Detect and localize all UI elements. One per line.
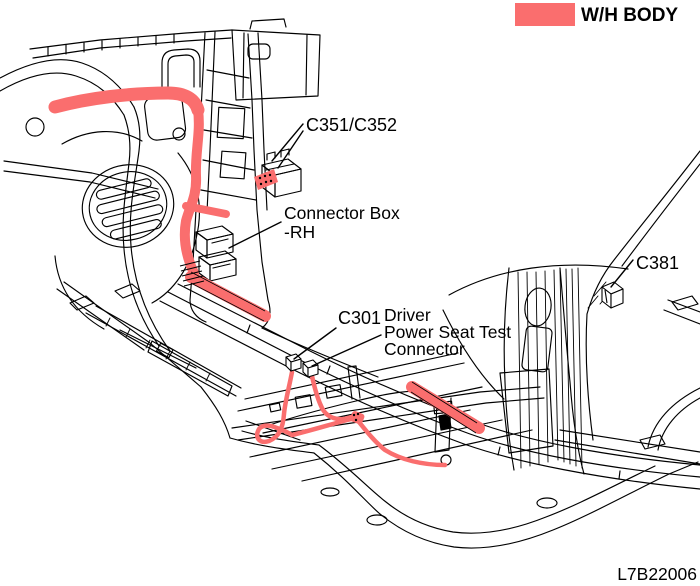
harness-pillar-drop xyxy=(179,105,204,278)
harness-sill-segment xyxy=(185,271,271,322)
callout-labels: C351/C352 Connector Box -RH C381 C301 Dr… xyxy=(284,115,697,584)
c381-connector-graphic xyxy=(601,281,624,309)
legend-label: W/H BODY xyxy=(581,5,678,26)
c351-leader xyxy=(271,123,304,169)
connector-box-leader xyxy=(228,221,282,249)
rear-pillar xyxy=(189,31,379,378)
label-driver-line3: Connector xyxy=(384,339,465,359)
seat-test-connector-graphic xyxy=(302,359,319,378)
legend: W/H BODY xyxy=(515,3,678,26)
label-c381: C381 xyxy=(636,253,679,273)
legend-swatch xyxy=(515,3,575,26)
wh-body-harness xyxy=(48,86,485,468)
label-driver-line1: Driver xyxy=(384,305,431,325)
harness-detail-overlay xyxy=(179,173,478,434)
figure-code: L7B22006 xyxy=(617,564,697,584)
seat-wire-loop xyxy=(254,369,295,444)
c381-leader xyxy=(610,259,634,288)
label-connector-box-line2: -RH xyxy=(284,222,315,242)
c301-leader xyxy=(293,327,337,360)
leader-lines xyxy=(228,123,634,367)
test-connector-wire xyxy=(309,373,358,422)
seat-wire-branch xyxy=(356,419,448,468)
harness-clip-block xyxy=(254,169,278,190)
c-pillar xyxy=(586,150,700,325)
vent-slots xyxy=(95,178,164,240)
harness-front-sill-segment xyxy=(406,381,485,434)
label-c301: C301 xyxy=(338,308,381,328)
driver-seat-leader xyxy=(311,334,382,367)
harness-box-stub xyxy=(182,202,230,218)
floor-connectors xyxy=(285,281,624,378)
b-pillar xyxy=(442,264,629,475)
c301-connector-graphic xyxy=(285,353,302,372)
rear-quarter-panel xyxy=(0,18,321,439)
harness-top-run xyxy=(48,86,205,117)
label-connector-box-line1: Connector Box xyxy=(284,203,400,223)
label-driver-line2: Power Seat Test xyxy=(384,322,511,342)
connector-box-rh-graphic xyxy=(195,225,237,282)
label-c351-c352: C351/C352 xyxy=(306,115,397,135)
